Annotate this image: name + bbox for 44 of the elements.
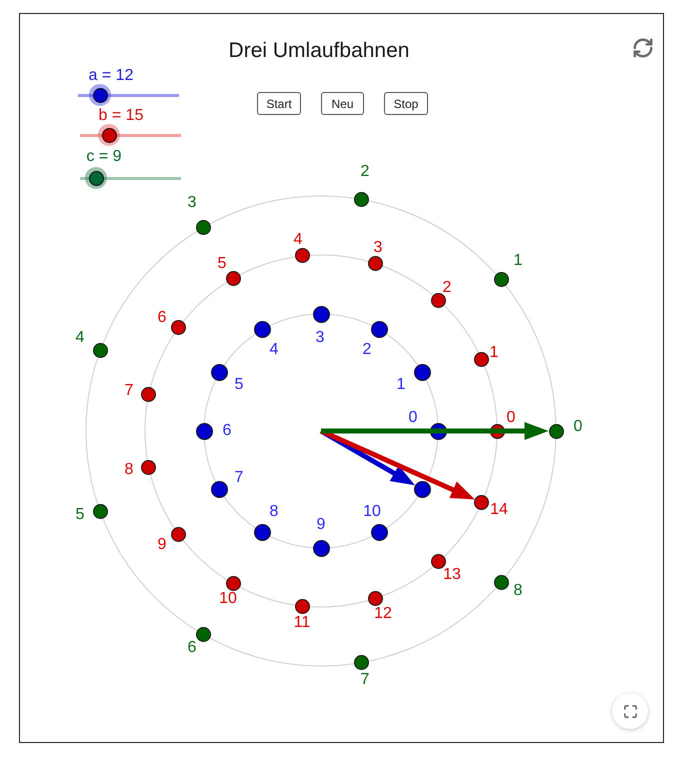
point-label: 2 (442, 280, 452, 296)
point-label: 3 (188, 195, 196, 211)
point-label: 7 (124, 383, 134, 399)
point-label: 0 (506, 410, 516, 426)
point-label: 7 (234, 470, 244, 486)
slider-label: c = 9 (86, 149, 122, 165)
title: Drei Umlaufbahnen (228, 38, 410, 64)
slider-label: b = 15 (98, 108, 144, 124)
point-label: 4 (76, 330, 84, 346)
point-label: 10 (363, 504, 381, 520)
point-label: 0 (408, 410, 418, 426)
control-button: Stop (384, 92, 428, 115)
point-label: 11 (294, 615, 310, 631)
point-label: 14 (490, 502, 508, 518)
point-label: 8 (270, 504, 278, 520)
point-label: 2 (362, 342, 372, 358)
point-label: 7 (360, 672, 370, 688)
control-button: Neu (321, 92, 364, 115)
point-label: 5 (234, 377, 244, 393)
point-label: 4 (270, 342, 278, 358)
point-label: 2 (360, 164, 370, 180)
point-label: 3 (374, 240, 382, 256)
point-label: 9 (316, 517, 326, 533)
point-label: 8 (514, 583, 522, 599)
point-label: 0 (574, 419, 582, 435)
point-label: 10 (219, 591, 237, 607)
point-label: 5 (76, 507, 84, 523)
point-label: 3 (316, 330, 324, 346)
point-label: 12 (374, 606, 392, 622)
point-label: 1 (514, 253, 522, 269)
point-label: 6 (188, 640, 196, 656)
point-label: 8 (124, 462, 134, 478)
arrow (321, 422, 548, 440)
point-label: 1 (490, 345, 498, 361)
point-label: 5 (218, 256, 226, 272)
point-label: 1 (396, 377, 406, 393)
point-label: 4 (294, 232, 302, 248)
point-label: 6 (222, 423, 232, 439)
point-label: 9 (158, 537, 166, 553)
slider-label: a = 12 (88, 68, 134, 84)
control-button: Start (257, 92, 301, 115)
point-label: 13 (443, 567, 461, 583)
arrow (320, 428, 476, 502)
point-label: 6 (158, 310, 166, 326)
